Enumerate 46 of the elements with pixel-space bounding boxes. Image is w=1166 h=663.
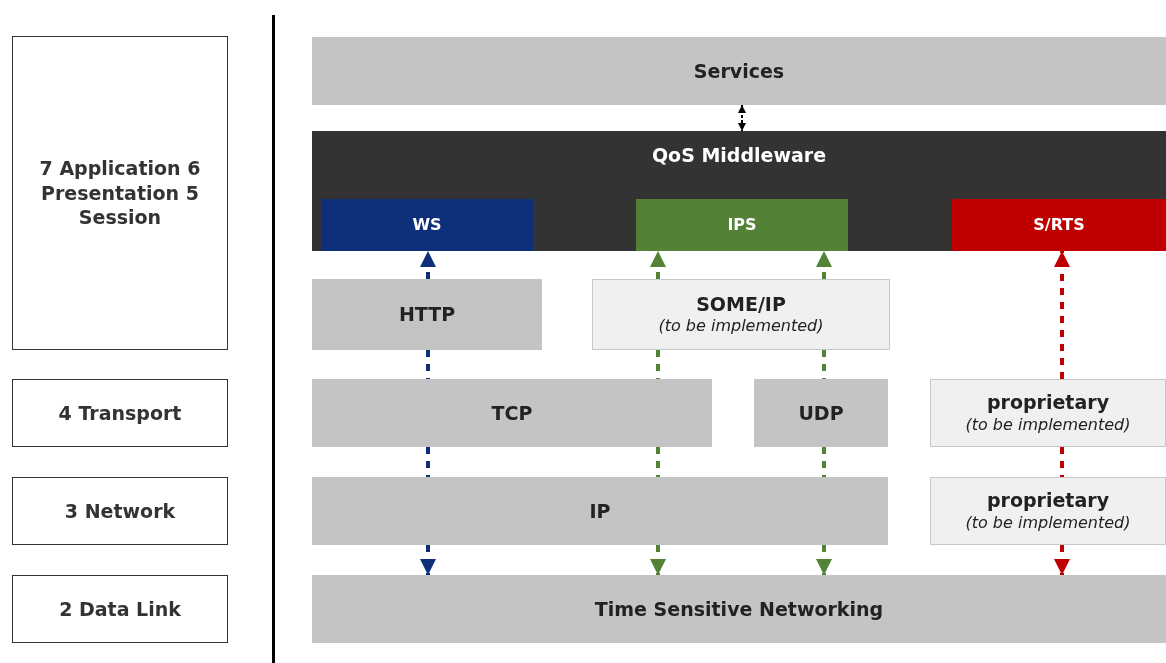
interface-box [636, 199, 848, 251]
arrow [738, 104, 746, 132]
middleware-band [312, 131, 1166, 251]
layer-label: Time Sensitive Networking [594, 596, 884, 622]
layer-label: 3 Network [64, 498, 176, 524]
note-text: (to be implemented) [965, 512, 1131, 534]
interface-box [321, 199, 533, 251]
protocol-box [930, 379, 1166, 447]
protocol-box [754, 379, 888, 447]
layer-label: TCP [491, 400, 533, 426]
note-text: (to be implemented) [658, 316, 824, 338]
arrow [650, 545, 666, 575]
interface-box [952, 199, 1166, 251]
arrow [420, 251, 436, 279]
protocol-box [930, 477, 1166, 545]
layer-label: HTTP [398, 302, 456, 327]
layer-label: UDP [798, 400, 844, 426]
arrow [1054, 251, 1070, 379]
layer-label: QoS Middleware [651, 143, 827, 168]
arrow [650, 251, 666, 279]
protocol-box [312, 477, 888, 545]
arrow [816, 545, 832, 575]
layer-label: 2 Data Link [59, 596, 181, 622]
osi-layer-box [12, 477, 228, 545]
layer-label: 4 Transport [58, 400, 182, 426]
protocol-box [312, 575, 1166, 643]
layer-label: WS [412, 214, 442, 236]
osi-layer-box [12, 379, 228, 447]
layer-label: IP [589, 498, 611, 524]
protocol-box [312, 37, 1166, 105]
layer-label: Services [693, 58, 785, 84]
protocol-box [312, 279, 542, 350]
layer-label: S/RTS [1033, 214, 1085, 236]
arrow [1054, 545, 1070, 575]
protocol-box [312, 379, 712, 447]
osi-layer-box [12, 575, 228, 643]
layer-label: SOME/IP [696, 291, 786, 317]
osi-layer-box [12, 36, 228, 350]
protocol-box [592, 279, 890, 350]
layer-label: 7 Application 6 Presentation 5 Session [38, 155, 202, 231]
note-text: (to be implemented) [965, 414, 1131, 436]
layer-label: IPS [727, 214, 757, 236]
arrow [420, 545, 436, 575]
arrow [816, 251, 832, 279]
layer-label: proprietary [986, 390, 1110, 415]
layer-label: proprietary [986, 488, 1110, 513]
